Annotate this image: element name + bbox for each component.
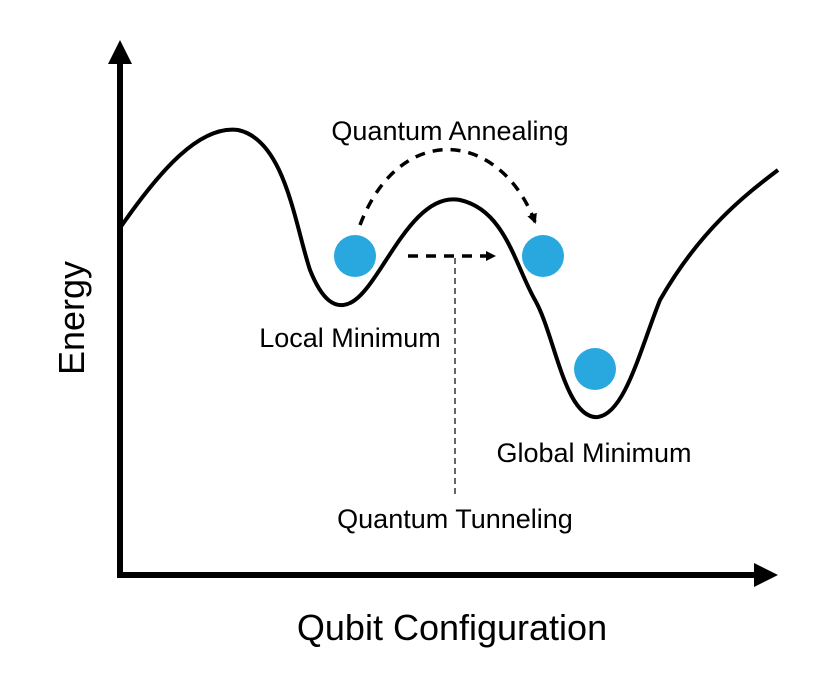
state-marker-local — [334, 235, 376, 277]
local-minimum-label: Local Minimum — [259, 323, 441, 353]
state-marker-global — [574, 348, 616, 390]
axes — [108, 40, 778, 587]
x-axis-label: Qubit Configuration — [297, 607, 607, 648]
global-minimum-label: Global Minimum — [496, 438, 691, 468]
energy-curve — [118, 127, 780, 420]
quantum-annealing-label: Quantum Annealing — [331, 116, 568, 146]
quantum-tunneling-label: Quantum Tunneling — [337, 504, 573, 534]
annealing-arrow — [358, 147, 537, 226]
state-marker-transition — [522, 235, 564, 277]
arrow-right-icon — [754, 563, 778, 587]
arrow-up-icon — [108, 40, 132, 64]
y-axis-label: Energy — [51, 261, 92, 375]
